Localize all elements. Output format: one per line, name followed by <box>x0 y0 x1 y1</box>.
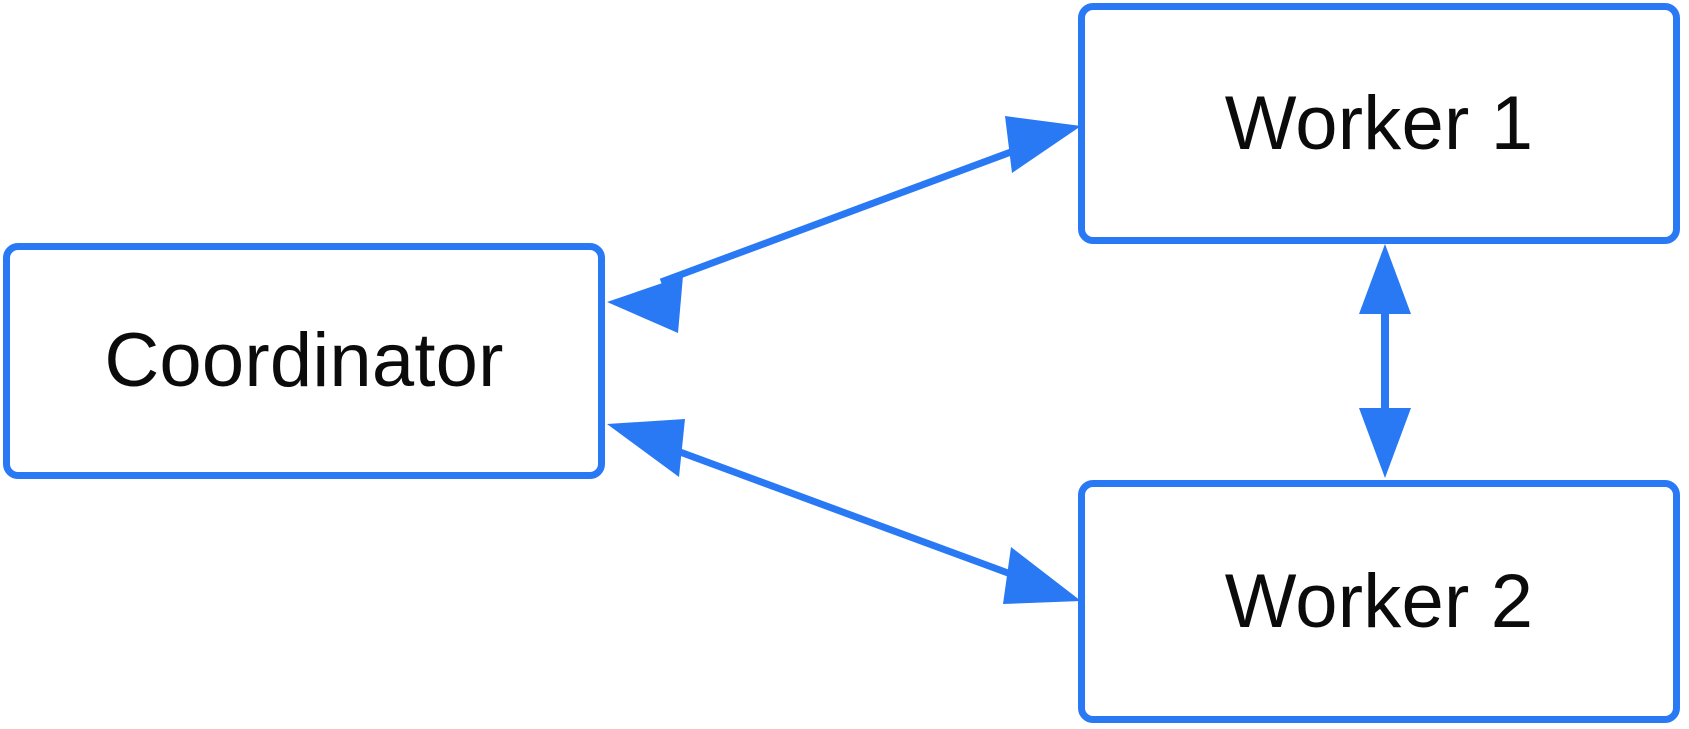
node-worker-2[interactable]: Worker 2 <box>1078 480 1680 723</box>
node-worker-2-label: Worker 2 <box>1224 558 1534 644</box>
node-worker-1-label: Worker 1 <box>1224 80 1534 166</box>
arrowhead-to-worker-1 <box>1005 116 1081 173</box>
node-coordinator[interactable]: Coordinator <box>3 243 605 479</box>
arrowhead-to-worker-2 <box>1359 408 1411 478</box>
edge-coordinator-worker-1[interactable] <box>607 116 1081 333</box>
arrowhead-to-coordinator <box>607 419 685 477</box>
edge-coordinator-worker-2[interactable] <box>607 419 1081 604</box>
edge-shaft <box>659 142 1029 286</box>
arrowhead-to-worker-1 <box>1359 244 1411 314</box>
arrowhead-to-worker-2 <box>1003 547 1081 604</box>
node-worker-1[interactable]: Worker 1 <box>1078 3 1680 244</box>
node-coordinator-label: Coordinator <box>104 318 504 403</box>
arrowhead-to-coordinator <box>607 276 683 333</box>
edge-shaft <box>659 441 1029 584</box>
edge-worker-1-worker-2[interactable] <box>1359 244 1411 478</box>
